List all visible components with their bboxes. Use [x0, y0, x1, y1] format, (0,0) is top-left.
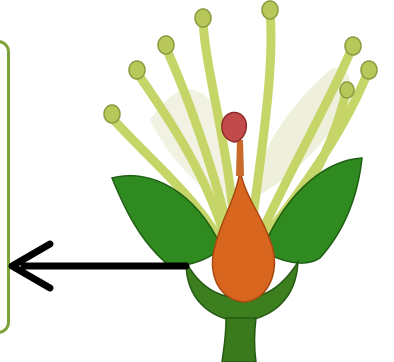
- anther: [129, 61, 145, 79]
- stigma: [222, 112, 246, 142]
- anther: [262, 1, 278, 19]
- anther: [195, 9, 211, 27]
- anther: [158, 36, 174, 54]
- style: [236, 140, 244, 176]
- anther: [345, 37, 361, 55]
- anther: [340, 82, 354, 98]
- stalk: [222, 318, 256, 362]
- anther: [361, 61, 377, 79]
- anther: [104, 105, 120, 123]
